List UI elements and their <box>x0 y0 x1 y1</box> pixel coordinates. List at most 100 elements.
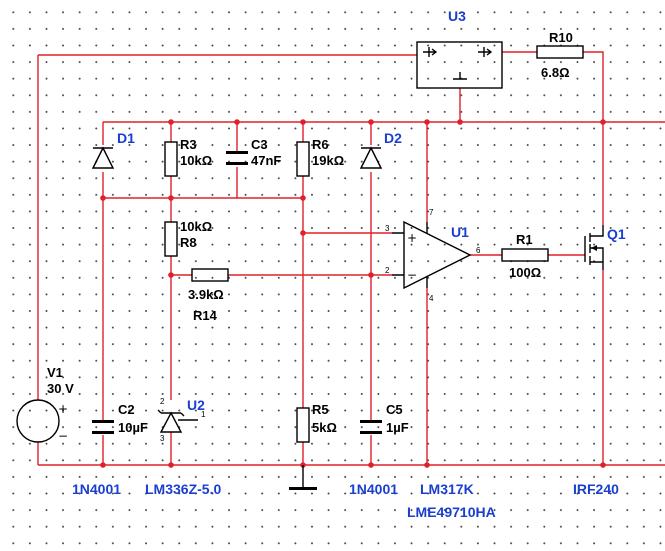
resistor-r3[interactable]: R3 10kΩ <box>164 137 212 177</box>
regulator-adjust-icon <box>453 72 467 80</box>
r6-ref: R6 <box>312 137 329 152</box>
capacitor-c3[interactable]: C3 47nF <box>226 137 281 168</box>
resistor-r5[interactable]: R5 5kΩ <box>296 402 337 443</box>
u2-pin-3: 3 <box>160 434 165 443</box>
c3-value: 47nF <box>251 153 281 168</box>
junction <box>300 119 306 125</box>
u3-part-name: LM317K <box>420 481 474 497</box>
capacitor-plate <box>226 151 248 154</box>
capacitor-plate <box>226 162 248 165</box>
r5-value: 5kΩ <box>312 420 337 435</box>
diode-d2[interactable]: D2 1N4001 <box>349 130 402 497</box>
resistor-r6[interactable]: R6 19kΩ <box>296 137 344 177</box>
opamp-plus-icon: + <box>407 231 417 245</box>
u2-pin-1: 1 <box>201 410 206 419</box>
source-minus-icon: − <box>58 429 68 443</box>
ground-icon <box>289 487 317 490</box>
opamp-minus-icon: − <box>407 268 417 282</box>
q1-ref: Q1 <box>607 226 626 242</box>
c2-value: 10µF <box>118 420 148 435</box>
u2-ref: U2 <box>187 397 205 413</box>
junction <box>600 462 606 468</box>
d1-ref: D1 <box>117 130 135 146</box>
junction <box>300 230 306 236</box>
resistor-body <box>296 141 310 177</box>
r5-ref: R5 <box>312 402 329 417</box>
mosfet-arrow-icon <box>591 245 597 251</box>
junction <box>424 462 430 468</box>
r8-ref: R8 <box>180 235 197 250</box>
regulator-output-arrow-icon <box>478 47 493 57</box>
r6-value: 19kΩ <box>312 153 344 168</box>
resistor-body <box>191 268 229 282</box>
opamp-u1[interactable]: + − 3 2 6 7 4 U1 LM317K LME49710HA <box>385 208 496 520</box>
u1-pin-2: 2 <box>385 266 390 275</box>
reference-diode-u2[interactable]: 2 1 3 U2 LM336Z-5.0 <box>145 397 221 497</box>
junction <box>168 119 174 125</box>
resistor-body <box>501 248 549 262</box>
capacitor-plate <box>92 431 114 434</box>
c5-ref: C5 <box>386 402 403 417</box>
resistor-r10[interactable]: R10 6.8Ω <box>536 30 584 80</box>
junction <box>368 462 374 468</box>
junction <box>300 195 306 201</box>
u1-pin-7: 7 <box>429 208 434 217</box>
u2-part-name: LM336Z-5.0 <box>145 481 221 497</box>
d2-ref: D2 <box>384 130 402 146</box>
junction <box>368 119 374 125</box>
capacitor-c5[interactable]: C5 1µF <box>360 402 409 435</box>
r10-ref: R10 <box>549 30 573 45</box>
r8-value: 10kΩ <box>180 219 212 234</box>
c2-ref: C2 <box>118 402 135 417</box>
u1-ref: U1 <box>451 224 469 240</box>
r3-ref: R3 <box>180 137 197 152</box>
resistor-body <box>296 407 310 443</box>
u1-pin-3: 3 <box>385 224 390 233</box>
resistor-r14[interactable]: 3.9kΩ R14 <box>188 268 229 323</box>
capacitor-c2[interactable]: C2 10µF <box>92 402 148 435</box>
junction <box>600 119 606 125</box>
capacitor-plate <box>360 431 382 434</box>
u1-part-name: LME49710HA <box>407 504 496 520</box>
u3-ref: U3 <box>448 8 466 24</box>
resistor-body <box>164 141 178 177</box>
junction <box>168 195 174 201</box>
junction <box>168 462 174 468</box>
regulator-u3[interactable]: U3 <box>416 8 503 89</box>
opamp-triangle <box>403 220 472 290</box>
c5-value: 1µF <box>386 420 409 435</box>
diode-triangle <box>91 146 115 169</box>
resistor-r1[interactable]: R1 100Ω <box>501 232 549 280</box>
r1-ref: R1 <box>516 232 533 247</box>
d2-part-name: 1N4001 <box>349 481 398 497</box>
mosfet-q1[interactable]: Q1 IRF240 <box>573 225 626 497</box>
junction <box>424 119 430 125</box>
junction <box>100 195 106 201</box>
source-circle <box>16 399 60 443</box>
junctions <box>100 119 606 468</box>
regulator-body <box>416 41 503 89</box>
junction <box>234 119 240 125</box>
capacitor-plate <box>92 420 114 423</box>
junction <box>168 272 174 278</box>
junction <box>457 119 463 125</box>
resistor-r8[interactable]: 10kΩ R8 <box>164 219 212 257</box>
r10-value: 6.8Ω <box>541 65 570 80</box>
junction <box>100 462 106 468</box>
resistor-body <box>536 45 584 59</box>
d1-part-name: 1N4001 <box>72 481 121 497</box>
voltage-source-v1[interactable]: + − V1 30 V <box>16 365 74 443</box>
c3-ref: C3 <box>251 137 268 152</box>
u2-pin-2: 2 <box>160 397 165 406</box>
r1-value: 100Ω <box>509 265 541 280</box>
diode-d1[interactable]: D1 1N4001 <box>72 130 135 497</box>
u1-pin-6: 6 <box>476 246 481 255</box>
junction <box>368 272 374 278</box>
opamp-input-leads <box>392 232 404 276</box>
ground-symbol <box>289 465 317 490</box>
zener-triangle <box>159 411 183 433</box>
r14-value: 3.9kΩ <box>188 287 224 302</box>
r3-value: 10kΩ <box>180 153 212 168</box>
